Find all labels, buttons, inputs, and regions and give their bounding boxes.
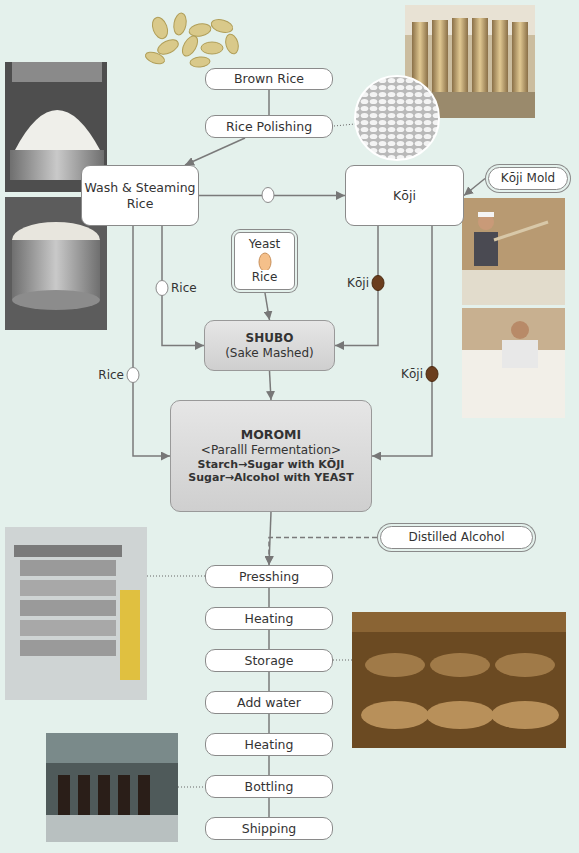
node-text: Sugar→Alcohol with YEAST — [188, 471, 353, 485]
flow-arrow — [464, 179, 485, 196]
process-box: Brown Rice — [205, 68, 333, 90]
stage-box: SHUBO(Sake Mashed) — [204, 320, 335, 371]
node-text: Storage — [245, 653, 294, 669]
rice-marker — [127, 368, 139, 383]
input-box: Kōji Mold — [488, 167, 568, 190]
flow-arrow — [133, 226, 170, 456]
yeast-symbol — [259, 253, 271, 270]
press-photo — [5, 527, 147, 700]
flow-arrow — [268, 588, 270, 607]
node-text: SHUBO — [246, 331, 294, 346]
edge-label: Kōji — [320, 276, 369, 290]
polished-rice-photo — [355, 76, 439, 160]
node-text: Rice Polishing — [226, 119, 312, 135]
flow-arrow — [268, 798, 270, 817]
node-text: Add water — [237, 695, 301, 711]
process-box: Heating — [205, 607, 333, 630]
process-box: Storage — [205, 649, 333, 672]
leader-line — [178, 787, 205, 788]
node-text: Shipping — [242, 821, 297, 837]
node-text: Brown Rice — [234, 71, 304, 87]
node-text: Wash & Steaming Rice — [82, 180, 198, 211]
storage-photo — [352, 612, 566, 748]
flow-arrow — [268, 672, 270, 691]
node-text: Starch→Sugar with KŌJI — [198, 458, 345, 472]
edge-label: Rice — [70, 368, 124, 382]
process-box: Presshing — [205, 565, 333, 588]
flow-arrow — [270, 371, 272, 400]
flow-arrow — [268, 90, 270, 115]
flow-arrow — [268, 756, 270, 775]
dashed-arrow — [269, 538, 377, 566]
flow-arrow — [185, 138, 245, 165]
koji-marker — [372, 276, 384, 291]
process-box: Kōji — [345, 165, 464, 226]
input-box: Distilled Alcohol — [380, 526, 533, 549]
leader-line — [333, 660, 352, 661]
process-box: Rice Polishing — [205, 115, 333, 138]
leader-line — [334, 124, 355, 126]
flow-arrow — [268, 630, 270, 649]
input-box: YeastRice — [234, 232, 295, 290]
node-text: Presshing — [239, 569, 299, 585]
node-text: Bottling — [245, 779, 294, 795]
flow-arrow — [269, 512, 271, 565]
node-text: Distilled Alcohol — [408, 530, 504, 545]
process-box: Shipping — [205, 817, 333, 840]
process-box: Wash & Steaming Rice — [81, 165, 199, 226]
node-text: Heating — [245, 737, 294, 753]
stage-box: MOROMI<Paralll Fermentation>Starch→Sugar… — [170, 400, 372, 512]
process-box: Bottling — [205, 775, 333, 798]
edge-label: Rice — [171, 281, 211, 295]
flow-arrow — [199, 195, 345, 197]
yeast-symbol — [258, 252, 272, 270]
node-text: Heating — [245, 611, 294, 627]
process-box: Add water — [205, 691, 333, 714]
node-text: MOROMI — [241, 427, 301, 443]
process-box: Heating — [205, 733, 333, 756]
bottling-photo — [46, 733, 178, 842]
flow-arrow — [268, 714, 270, 733]
koji-marker — [426, 367, 438, 382]
node-text: Rice — [252, 270, 278, 285]
edge-label: Kōji — [370, 367, 423, 381]
node-text: Kōji Mold — [501, 171, 555, 186]
node-text: <Paralll Fermentation> — [201, 443, 341, 458]
node-text: Kōji — [393, 188, 416, 204]
koji-photo — [462, 198, 565, 418]
flow-arrow — [265, 290, 270, 320]
flow-arrow — [372, 226, 432, 456]
rice-grains — [144, 12, 240, 68]
rice-marker — [156, 281, 168, 296]
leader-line — [147, 576, 205, 577]
rice-marker — [262, 188, 274, 203]
node-text: (Sake Mashed) — [225, 346, 314, 361]
node-text: Yeast — [249, 237, 280, 252]
